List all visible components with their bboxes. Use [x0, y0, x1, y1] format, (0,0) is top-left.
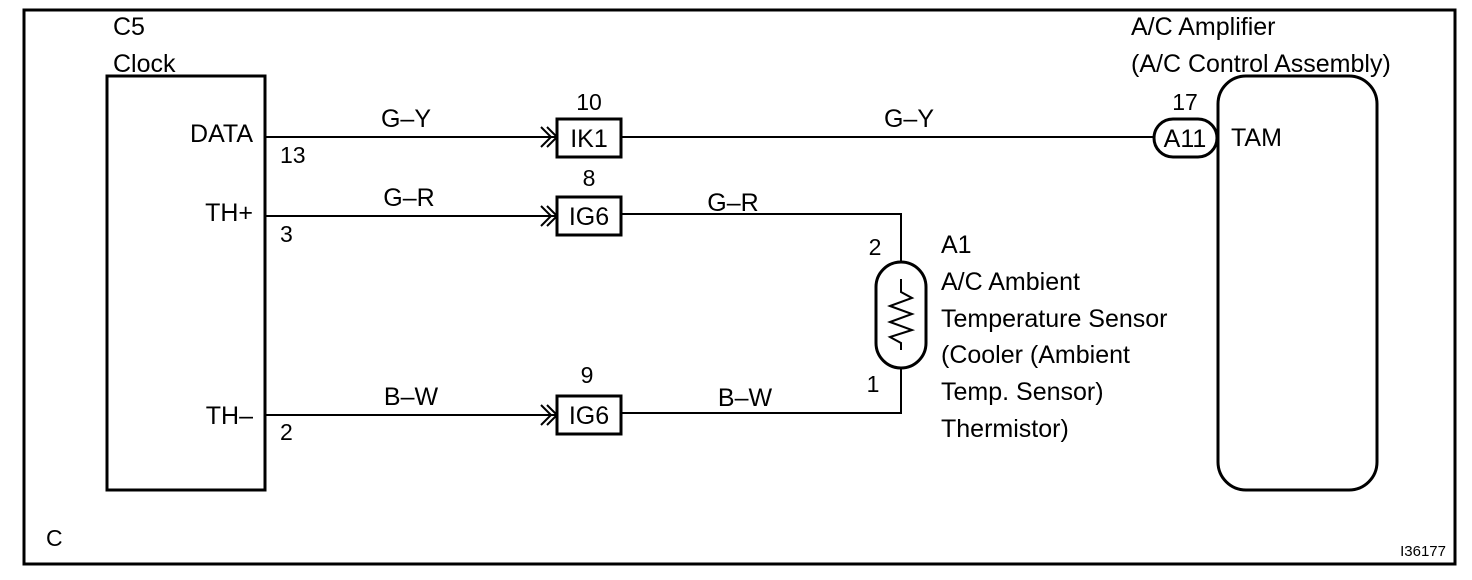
connector-ig6-top-pin: 8 — [583, 165, 596, 191]
sensor-line-2: Temperature Sensor — [941, 305, 1168, 333]
sensor-pin-bottom: 1 — [867, 371, 880, 397]
clock-terminal-th-minus: TH– — [206, 402, 253, 430]
sensor-line-5: Thermistor) — [941, 415, 1069, 443]
connector-ik1-pin: 10 — [576, 89, 602, 115]
sensor-pin-top: 2 — [869, 234, 882, 260]
connector-ik1-label: IK1 — [570, 125, 608, 153]
connector-ig6-bottom-label: IG6 — [569, 402, 609, 430]
clock-terminal-th-plus: TH+ — [205, 199, 253, 227]
clock-name: Clock — [113, 50, 176, 78]
clock-pin-data: 13 — [280, 142, 306, 168]
wire-label-th-plus-right: G–R — [707, 189, 758, 217]
sensor-code: A1 — [941, 231, 972, 259]
thermistor-icon — [887, 279, 916, 350]
amplifier-pin: 17 — [1172, 89, 1198, 115]
clock-pin-th-minus: 2 — [280, 419, 293, 445]
connector-ig6-bottom-pin: 9 — [581, 362, 594, 388]
amplifier-box — [1216, 74, 1379, 492]
clock-pin-th-plus: 3 — [280, 221, 293, 247]
wire-th-minus-right — [621, 368, 902, 414]
amplifier-terminal-tam: TAM — [1231, 124, 1282, 152]
connector-ig6-bottom-box — [555, 394, 623, 436]
wire-label-data-right: G–Y — [884, 105, 934, 133]
clock-box — [105, 74, 267, 492]
connector-ig6-top-label: IG6 — [569, 203, 609, 231]
wire-label-th-minus-right: B–W — [718, 384, 773, 412]
clock-terminal-data: DATA — [190, 120, 253, 148]
wire-th-plus-right — [621, 213, 902, 262]
connector-ig6-top-box — [555, 195, 623, 237]
amplifier-connector-box — [1152, 117, 1219, 159]
diagram-frame — [22, 8, 1457, 566]
sensor-line-4: Temp. Sensor) — [941, 378, 1104, 406]
sensor-line-1: A/C Ambient — [941, 268, 1080, 296]
amplifier-title-2: (A/C Control Assembly) — [1131, 50, 1391, 78]
clock-code: C5 — [113, 13, 145, 41]
connector-ik1-box — [555, 117, 623, 159]
wire-label-th-minus-left: B–W — [384, 383, 439, 411]
corner-label: C — [46, 525, 63, 551]
amplifier-connector-label: A11 — [1164, 125, 1207, 153]
amplifier-title-1: A/C Amplifier — [1131, 13, 1275, 41]
wire-label-data-left: G–Y — [381, 105, 431, 133]
sensor-line-3: (Cooler (Ambient — [941, 341, 1130, 369]
wire-label-th-plus-left: G–R — [383, 184, 434, 212]
figure-id: I36177 — [1400, 543, 1446, 560]
sensor-body — [874, 260, 928, 370]
